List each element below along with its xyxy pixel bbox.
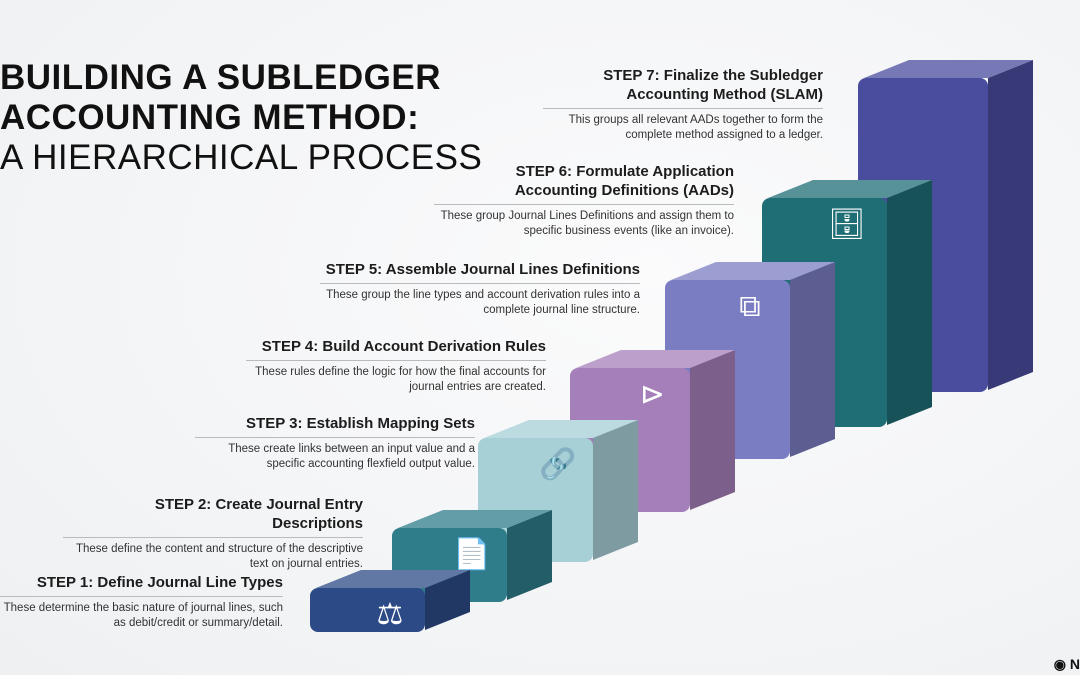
block-side-face [790, 262, 835, 457]
step-title: STEP 2: Create Journal Entry Description… [63, 495, 363, 538]
step-1-block: ⚖ [310, 570, 470, 632]
step-description: These group the line types and account d… [326, 289, 640, 316]
step-7-label: STEP 7: Finalize the Subledger Accountin… [543, 66, 823, 143]
logic-gate-icon: ⊳ [640, 378, 665, 411]
document-text-icon: 📄 [453, 536, 490, 571]
step-description: These group Journal Lines Definitions an… [440, 210, 734, 237]
step-title: STEP 6: Formulate Application Accounting… [434, 162, 734, 205]
block-top-face [316, 570, 470, 588]
block-top-face [671, 262, 835, 280]
step-description: These create links between an input valu… [228, 443, 475, 470]
block-side-face [507, 510, 552, 600]
step-title: STEP 3: Establish Mapping Sets [195, 414, 475, 438]
title-line-3: A HIERARCHICAL PROCESS [0, 138, 483, 177]
block-side-face [593, 420, 638, 560]
step-title: STEP 5: Assemble Journal Lines Definitio… [320, 260, 640, 284]
block-top-face [576, 350, 735, 368]
step-title: STEP 4: Build Account Derivation Rules [246, 337, 546, 361]
wifi-logo-icon: ◉ [1053, 656, 1070, 672]
step-description: These determine the basic nature of jour… [3, 602, 283, 629]
block-side-face [690, 350, 735, 510]
documents-database-icon: 🗄 [828, 208, 866, 241]
step-title: STEP 7: Finalize the Subledger Accountin… [543, 66, 823, 109]
step-2-label: STEP 2: Create Journal Entry Description… [63, 495, 363, 572]
step-description: These rules define the logic for how the… [255, 366, 546, 393]
step-1-label: STEP 1: Define Journal Line Types These … [0, 573, 283, 631]
block-top-face [864, 60, 1033, 78]
link-icon: 🔗 [539, 445, 576, 482]
hierarchy-box-icon: ⧉ [739, 290, 760, 323]
step-5-label: STEP 5: Assemble Journal Lines Definitio… [320, 260, 640, 318]
brand-logo: ◉ N [1053, 656, 1080, 672]
step-6-label: STEP 6: Formulate Application Accounting… [434, 162, 734, 239]
block-top-face [768, 180, 932, 198]
page-title: BUILDING A SUBLEDGER ACCOUNTING METHOD: … [0, 58, 482, 178]
step-description: This groups all relevant AADs together t… [568, 114, 823, 141]
block-front-face [310, 588, 425, 632]
step-4-label: STEP 4: Build Account Derivation Rules T… [246, 337, 546, 395]
block-side-face [887, 180, 932, 425]
block-side-face [425, 570, 470, 630]
block-side-face [988, 60, 1033, 390]
step-3-label: STEP 3: Establish Mapping Sets These cre… [195, 414, 475, 472]
block-front-face [478, 438, 593, 562]
step-3-block: 🔗 [478, 420, 638, 562]
scales-icon: ⚖ [377, 598, 404, 631]
block-top-face [484, 420, 638, 438]
step-title: STEP 1: Define Journal Line Types [0, 573, 283, 597]
title-line-1: BUILDING A SUBLEDGER [0, 58, 442, 97]
step-description: These define the content and structure o… [75, 543, 363, 570]
title-line-2: ACCOUNTING METHOD: [0, 98, 420, 137]
block-top-face [398, 510, 552, 528]
